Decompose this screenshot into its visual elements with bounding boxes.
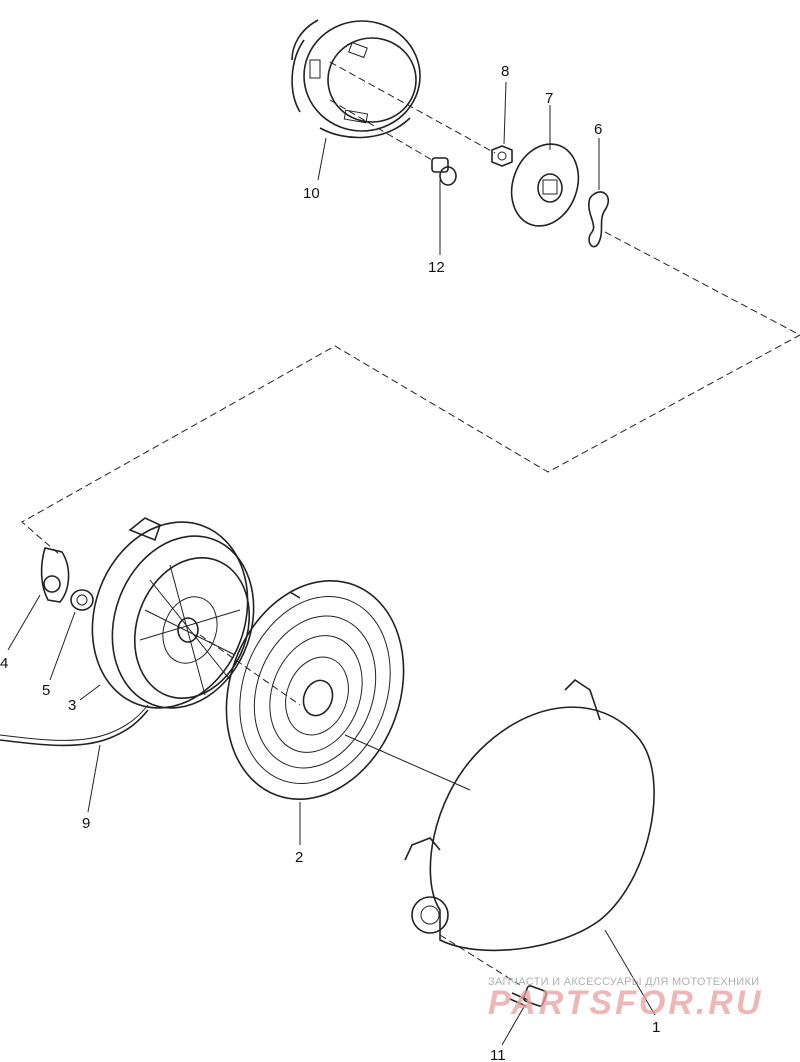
leader-10: [317, 137, 327, 181]
callout-4: 4: [0, 655, 8, 672]
part-4-bracket: [40, 547, 70, 603]
part-2-recoil-spring: [225, 580, 471, 800]
callout-8: 8: [501, 63, 509, 80]
leader-8: [503, 81, 507, 145]
part-3-rope-reel: [91, 517, 301, 709]
callout-3: 3: [68, 697, 76, 714]
leader-1: [604, 929, 656, 1016]
callout-11: 11: [490, 1047, 506, 1062]
part-8-nut: [491, 145, 513, 167]
leader-4: [7, 594, 41, 651]
part-9-rope: [0, 704, 149, 747]
watermark-tagline: ЗАПЧАСТИ И АКСЕССУАРЫ ДЛЯ МОТОТЕХНИКИ: [488, 976, 759, 988]
callout-9: 9: [82, 815, 90, 832]
part-10-pulley-drum: [291, 19, 496, 161]
leader-11: [501, 1004, 526, 1046]
part-6-clip: [588, 191, 610, 248]
callout-2: 2: [295, 849, 303, 866]
callout-7: 7: [545, 90, 553, 107]
callout-10: 10: [303, 185, 320, 202]
callout-6: 6: [594, 121, 602, 138]
assembly-path-dashed: [21, 231, 800, 556]
callout-1: 1: [652, 1019, 660, 1036]
callout-5: 5: [42, 682, 50, 699]
part-1-starter-housing: [404, 678, 655, 986]
leader-5: [49, 611, 76, 681]
watermark-brand: PARTSFOR.RU: [488, 984, 763, 1022]
leader-3: [79, 684, 101, 701]
part-11-bolt: [509, 985, 548, 1007]
part-5-washer: [70, 589, 94, 611]
leader-9: [87, 744, 101, 813]
part-12-bolt: [431, 157, 457, 186]
callout-12: 12: [428, 259, 445, 276]
part-7-disc: [510, 143, 580, 227]
